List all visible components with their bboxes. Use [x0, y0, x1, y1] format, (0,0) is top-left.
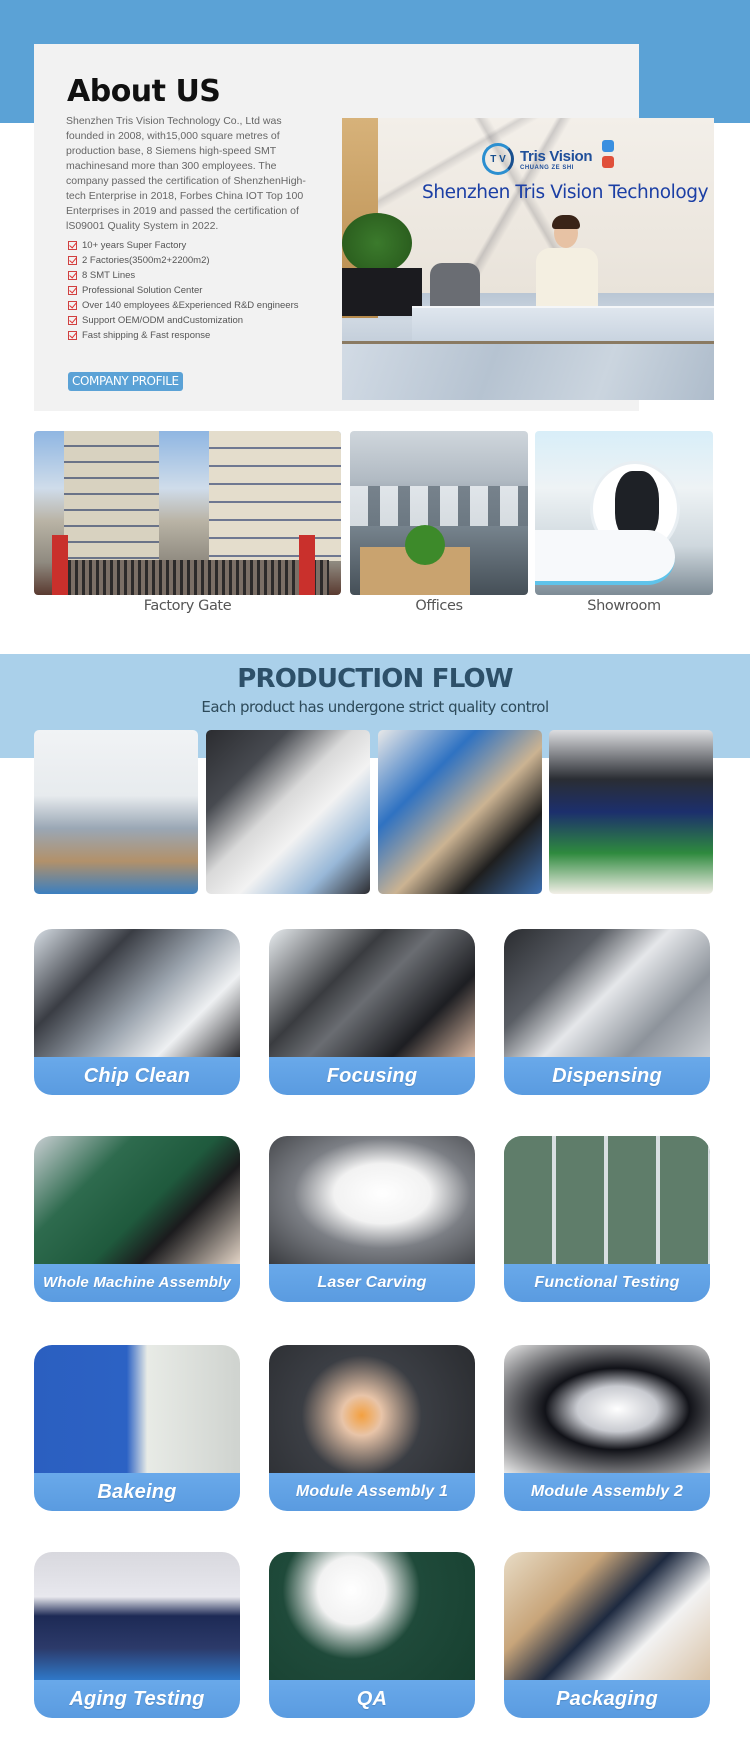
checkbox-icon	[68, 301, 77, 310]
process-label: Dispensing	[504, 1057, 710, 1095]
highlight-item: Over 140 employees &Experienced R&D engi…	[68, 298, 299, 313]
tris-vision-logo: T V Tris Vision CHUANG ZE SHI	[482, 143, 593, 175]
process-label: Packaging	[504, 1680, 710, 1718]
checkbox-icon	[68, 271, 77, 280]
checkbox-icon	[68, 256, 77, 265]
process-label: Chip Clean	[34, 1057, 240, 1095]
laser-welding-photo	[378, 730, 542, 894]
process-card-qa: QA	[269, 1552, 475, 1718]
showroom-caption: Showroom	[587, 598, 661, 614]
process-card-focusing: Focusing	[269, 929, 475, 1095]
process-card-aging-testing: Aging Testing	[34, 1552, 240, 1718]
process-label: Module Assembly 1	[269, 1473, 475, 1511]
checkbox-icon	[68, 286, 77, 295]
about-description: Shenzhen Tris Vision Technology Co., Ltd…	[66, 115, 306, 232]
testing-station-photo	[549, 730, 713, 894]
production-flow-title: PRODUCTION FLOW	[237, 664, 513, 694]
process-label: QA	[269, 1680, 475, 1718]
process-card-module-assembly-2: Module Assembly 2	[504, 1345, 710, 1511]
process-card-packaging: Packaging	[504, 1552, 710, 1718]
assembly-line-photo	[34, 730, 198, 894]
company-profile-button[interactable]: COMPANY PROFILE	[68, 372, 183, 391]
offices-photo	[350, 431, 528, 595]
checkbox-icon	[68, 241, 77, 250]
offices-caption: Offices	[415, 598, 463, 614]
reception-photo: T V Tris Vision CHUANG ZE SHI Shenzhen T…	[342, 118, 714, 400]
highlight-item: Professional Solution Center	[68, 283, 299, 298]
tv-logo-icon: T V	[482, 143, 514, 175]
process-label: Aging Testing	[34, 1680, 240, 1718]
process-card-laser-carving: Laser Carving	[269, 1136, 475, 1302]
highlight-item: 2 Factories(3500m2+2200m2)	[68, 253, 299, 268]
process-label: Focusing	[269, 1057, 475, 1095]
red-app-icon	[602, 156, 614, 168]
process-label: Module Assembly 2	[504, 1473, 710, 1511]
process-card-bakeing: Bakeing	[34, 1345, 240, 1511]
process-label: Laser Carving	[269, 1264, 475, 1302]
highlight-item: 8 SMT Lines	[68, 268, 299, 283]
receptionist	[532, 215, 602, 308]
plant-icon	[342, 213, 412, 273]
highlights-list: 10+ years Super Factory 2 Factories(3500…	[68, 238, 299, 343]
wall-sign: Shenzhen Tris Vision Technology	[422, 182, 709, 203]
process-card-chip-clean: Chip Clean	[34, 929, 240, 1095]
process-label: Functional Testing	[504, 1264, 710, 1302]
process-card-dispensing: Dispensing	[504, 929, 710, 1095]
highlight-item: Fast shipping & Fast response	[68, 328, 299, 343]
highlight-item: 10+ years Super Factory	[68, 238, 299, 253]
production-flow-subtitle: Each product has undergone strict qualit…	[201, 698, 549, 716]
checkbox-icon	[68, 316, 77, 325]
checkbox-icon	[68, 331, 77, 340]
highlight-item: Support OEM/ODM andCustomization	[68, 313, 299, 328]
process-label: Whole Machine Assembly	[34, 1264, 240, 1302]
factory-gate-caption: Factory Gate	[143, 598, 232, 614]
showroom-photo	[535, 431, 713, 595]
process-card-module-assembly-1: Module Assembly 1	[269, 1345, 475, 1511]
process-card-whole-machine-assembly: Whole Machine Assembly	[34, 1136, 240, 1302]
cloud-app-icon	[602, 140, 614, 152]
microscope-station-photo	[206, 730, 370, 894]
process-label: Bakeing	[34, 1473, 240, 1511]
factory-gate-photo	[34, 431, 341, 595]
process-card-functional-testing: Functional Testing	[504, 1136, 710, 1302]
about-title: About US	[67, 74, 221, 109]
